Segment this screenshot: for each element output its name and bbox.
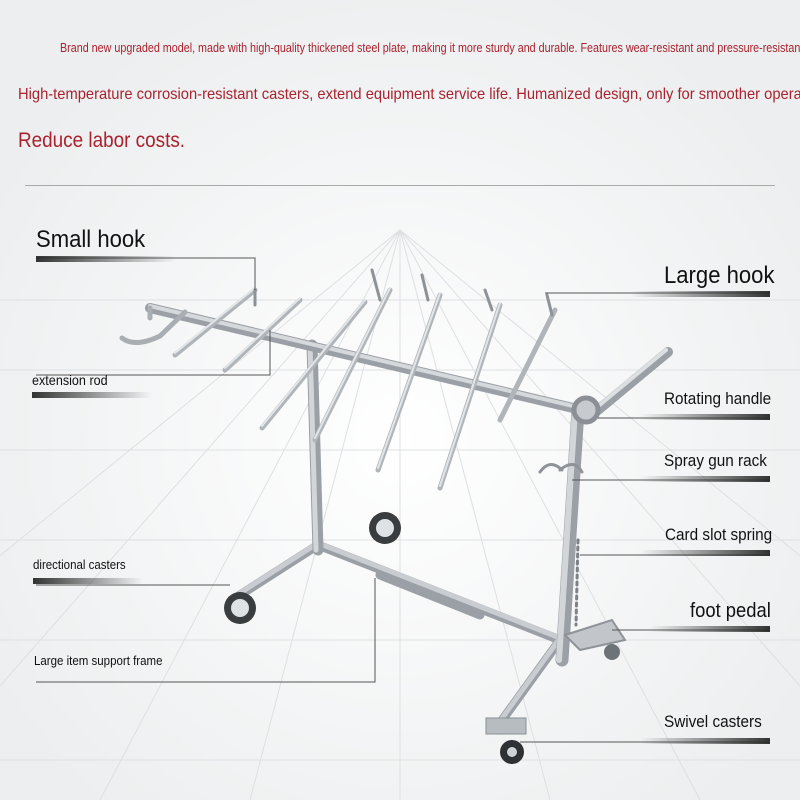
swivel-caster-wheel	[485, 717, 527, 764]
foot-pedal-underline	[650, 626, 770, 632]
card-slot-spring-underline	[640, 550, 770, 556]
label-rotating-handle: Rotating handle	[664, 389, 772, 408]
label-extension-rod: extension rod	[32, 372, 108, 388]
label-support-frame: Large item support frame	[34, 654, 163, 668]
label-card-slot-spring: Card slot spring	[665, 525, 773, 544]
spray-gun-rack-underline	[640, 476, 770, 482]
section-divider	[25, 185, 775, 186]
label-foot-pedal: foot pedal	[690, 600, 771, 622]
swivel-casters-underline	[640, 738, 770, 744]
directional-casters-underline	[33, 578, 143, 584]
extension-rod-underline	[32, 392, 152, 398]
directional-caster-wheels	[224, 512, 401, 624]
description-line-3: Reduce labor costs.	[18, 129, 186, 152]
large-hook-underline	[630, 291, 770, 297]
label-small-hook: Small hook	[36, 226, 146, 253]
label-swivel-casters: Swivel casters	[664, 712, 762, 731]
label-directional-casters: directional casters	[33, 558, 126, 572]
description-line-2: High-temperature corrosion-resistant cas…	[18, 86, 800, 103]
label-large-hook: Large hook	[664, 262, 775, 289]
rotating-handle-underline	[640, 414, 770, 420]
description-line-1: Brand new upgraded model, made with high…	[60, 41, 800, 55]
small-hook-underline	[36, 256, 176, 262]
label-spray-gun-rack: Spray gun rack	[664, 451, 767, 470]
